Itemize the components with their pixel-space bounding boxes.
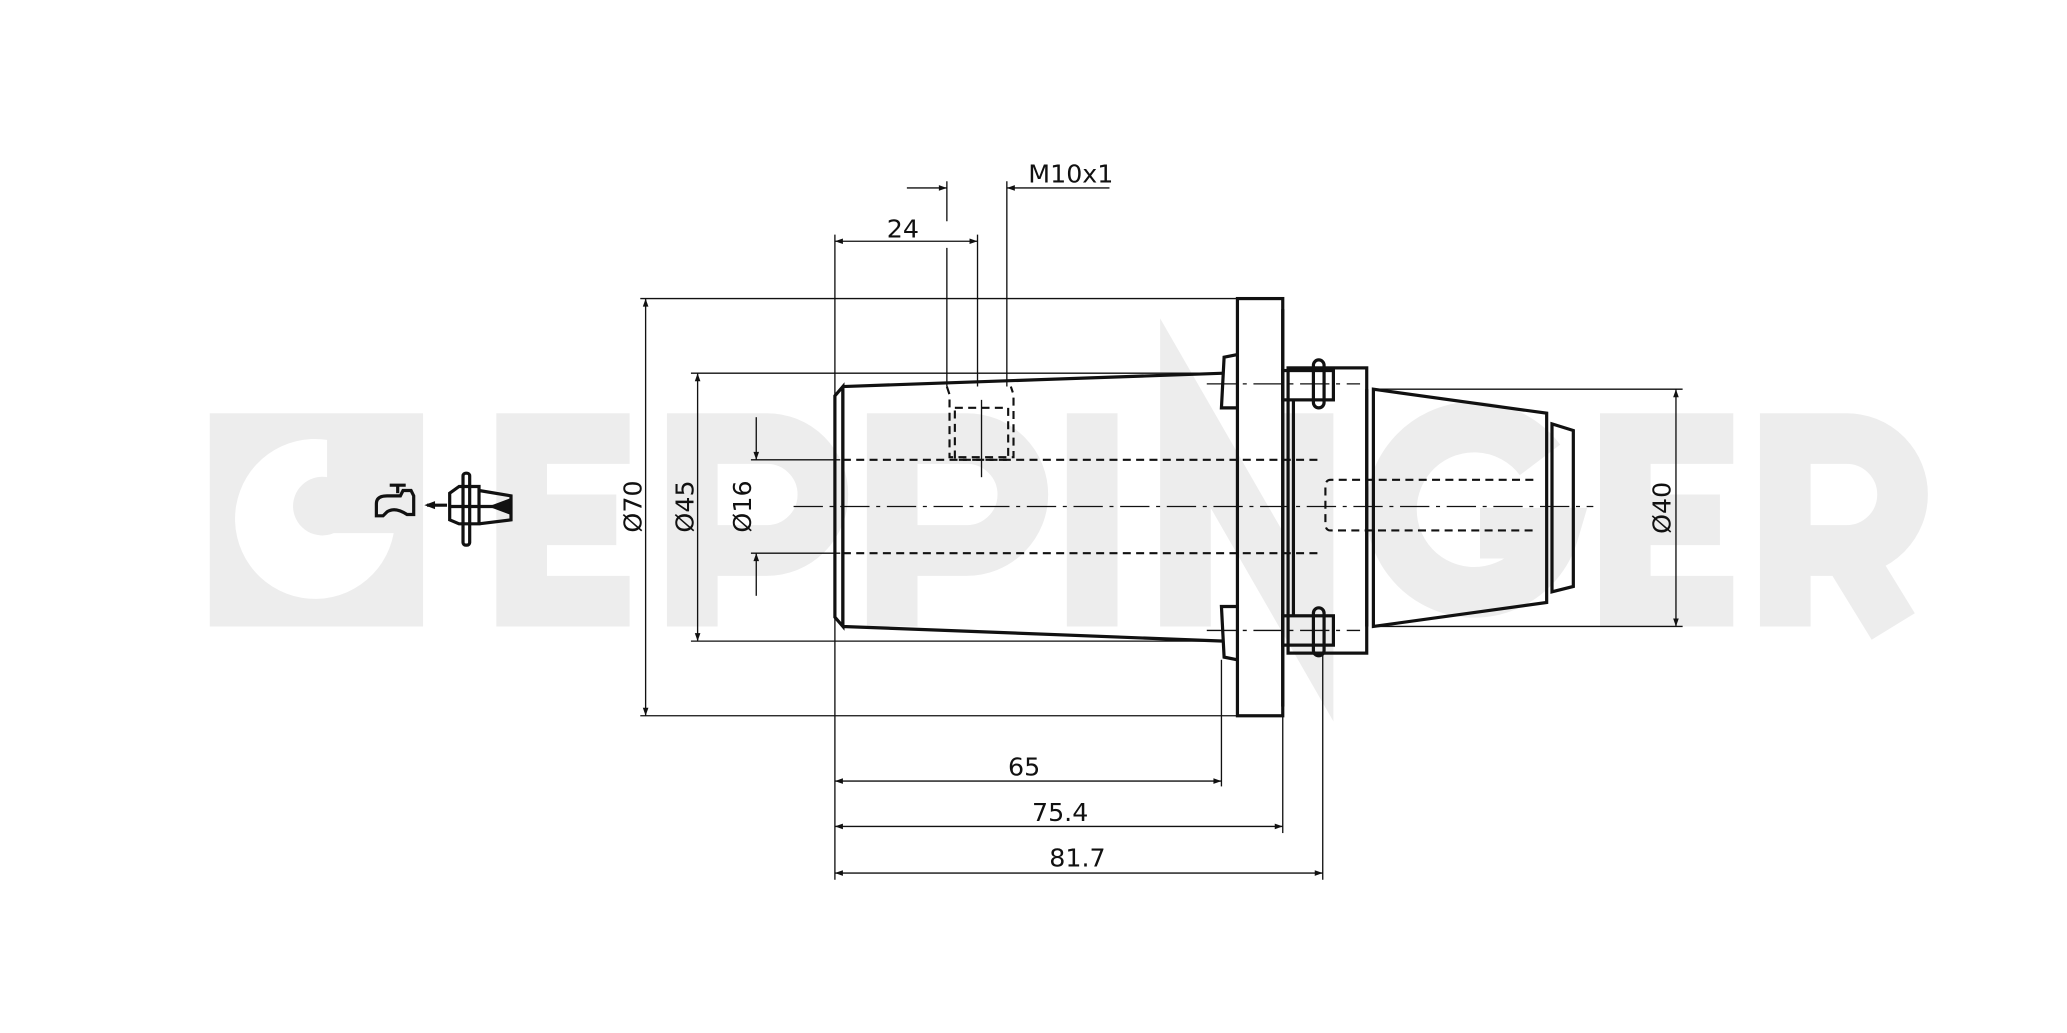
extension-lines	[640, 181, 1683, 880]
dim-diameter-16: Ø16	[727, 480, 757, 532]
dim-diameter-70: Ø70	[618, 480, 648, 532]
tool-holder-icon	[424, 471, 513, 547]
tool-holder-body	[833, 296, 1575, 718]
dimension-lines	[642, 185, 1679, 876]
dim-length-65: 65	[1008, 752, 1040, 782]
dim-length-75-4: 75.4	[1032, 797, 1088, 827]
dim-thread-m10x1: M10x1	[1028, 159, 1113, 189]
dim-diameter-45: Ø45	[670, 480, 700, 532]
dim-length-81-7: 81.7	[1049, 842, 1105, 872]
dim-diameter-40: Ø40	[1647, 482, 1677, 534]
eppinger-watermark-logo	[209, 318, 1928, 722]
coolant-tap-icon	[374, 483, 416, 518]
dim-length-24: 24	[887, 213, 919, 243]
